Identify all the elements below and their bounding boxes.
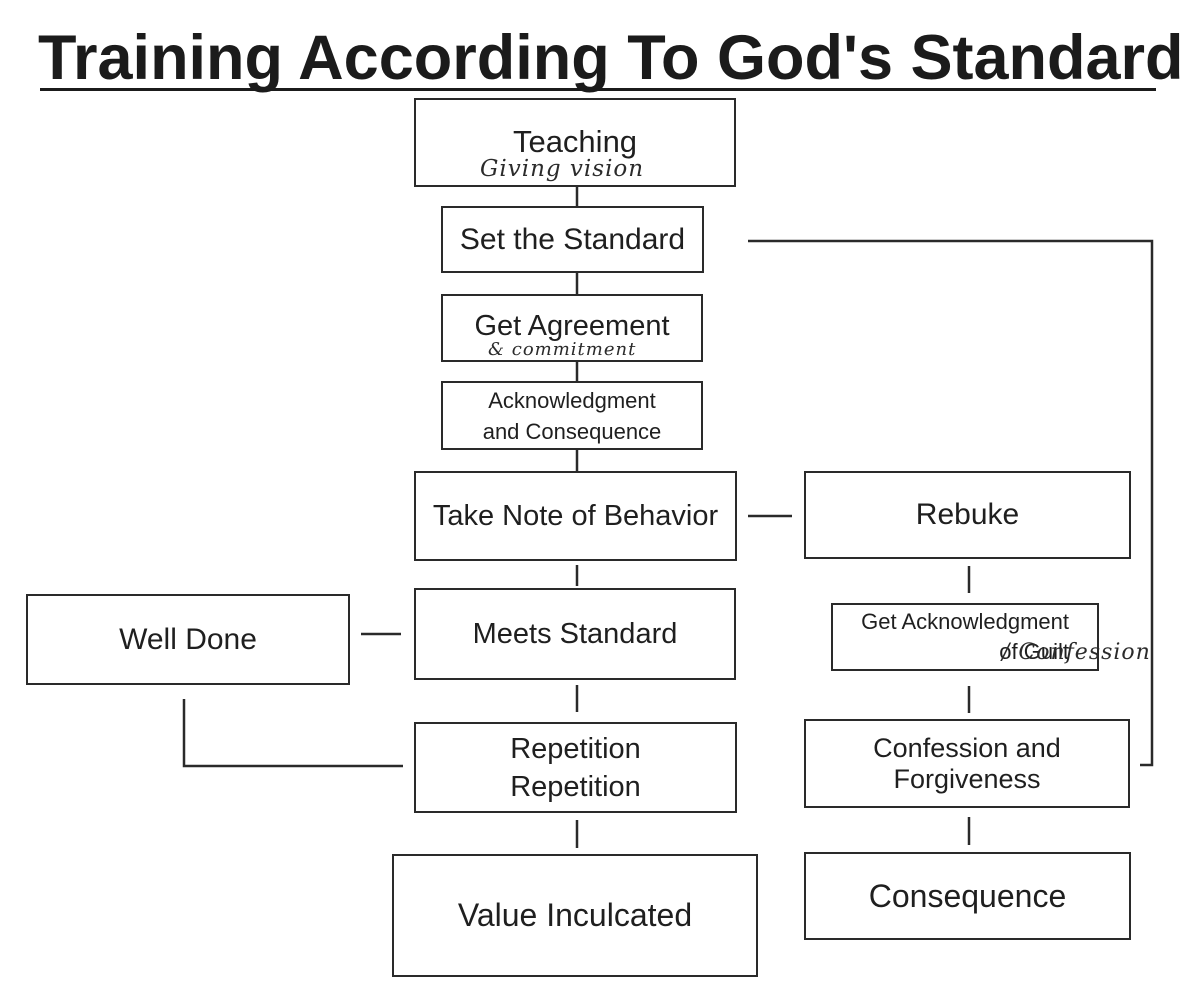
set-standard-label: Set the Standard <box>459 222 686 256</box>
title-underline <box>40 88 1156 91</box>
get-agreement-box: Get Agreement <box>441 294 703 362</box>
confession-forgiveness-label: Confession and Forgiveness <box>873 732 1061 794</box>
take-note-box: Take Note of Behavior <box>414 471 737 561</box>
get-agreement-label: Get Agreement <box>474 310 670 342</box>
connector-welldone-to-repetition <box>182 699 403 768</box>
get-ack-guilt-label: Get Acknowledgment of Guilt <box>861 609 1069 664</box>
get-agreement-note: & commitment <box>488 339 637 360</box>
teaching-note: Giving vision <box>480 156 645 182</box>
well-done-label: Well Done <box>119 622 257 656</box>
meets-standard-label: Meets Standard <box>472 617 678 650</box>
acknowledgment-box: Acknowledgment and Consequence <box>441 381 703 450</box>
well-done-box: Well Done <box>26 594 350 685</box>
value-inculcated-label: Value Inculcated <box>457 897 693 933</box>
meets-standard-box: Meets Standard <box>414 588 736 680</box>
acknowledgment-label: Acknowledgment and Consequence <box>482 387 662 444</box>
rebuke-box: Rebuke <box>804 471 1131 559</box>
teaching-box: Teaching <box>414 98 736 187</box>
repetition-box: Repetition Repetition <box>414 722 737 813</box>
get-ack-guilt-box: Get Acknowledgment of Guilt <box>831 603 1099 671</box>
confession-forgiveness-box: Confession and Forgiveness <box>804 719 1130 808</box>
connector-confession-to-standard <box>748 239 1154 767</box>
page-title: Training According To God's Standard <box>38 23 1184 93</box>
take-note-label: Take Note of Behavior <box>432 499 719 532</box>
teaching-label: Teaching <box>512 124 638 159</box>
value-inculcated-box: Value Inculcated <box>392 854 758 977</box>
repetition-label: Repetition Repetition <box>510 732 641 803</box>
consequence-box: Consequence <box>804 852 1131 940</box>
set-standard-box: Set the Standard <box>441 206 704 273</box>
get-ack-guilt-note: / Confession <box>1002 640 1151 665</box>
consequence-label: Consequence <box>868 877 1067 914</box>
rebuke-label: Rebuke <box>915 498 1020 531</box>
